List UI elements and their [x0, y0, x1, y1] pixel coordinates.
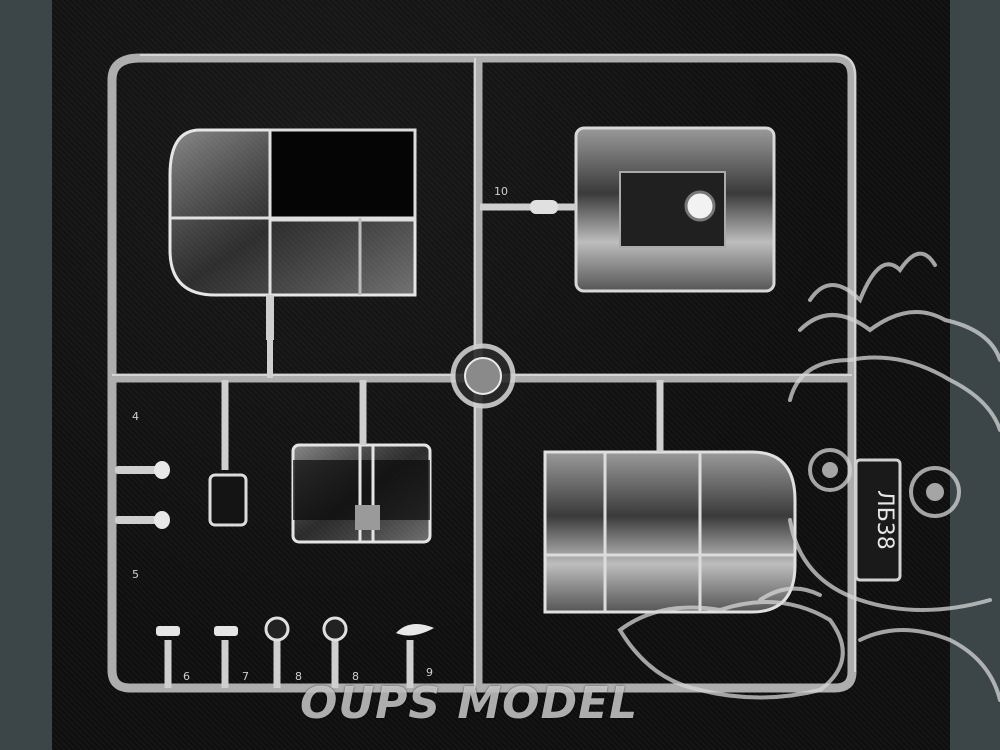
part-number-4: 4 — [132, 410, 139, 423]
watermark-text: OUPS MODEL — [300, 678, 639, 729]
part-number-8b: 8 — [352, 670, 359, 683]
mirror-part — [208, 380, 248, 527]
small-parts-bottom — [156, 616, 434, 688]
part-number-10: 10 — [494, 185, 508, 198]
part-number-6: 6 — [183, 670, 190, 683]
part-number-7: 7 — [242, 670, 249, 683]
part-number-9: 9 — [426, 666, 433, 679]
canopy-part-left — [168, 128, 417, 378]
part-number-5: 5 — [132, 568, 139, 581]
part-numbers: 10 4 5 6 7 8 8 9 — [132, 185, 508, 683]
canopy-part-right — [543, 380, 797, 614]
fuselage-part-top-right — [480, 126, 776, 293]
sprue-code: ЛБ38 — [872, 490, 897, 550]
sprue-hub — [450, 343, 516, 409]
small-parts-left — [115, 461, 170, 529]
small-canopy-part — [291, 380, 432, 544]
part-number-8a: 8 — [295, 670, 302, 683]
mascot-watermark — [617, 251, 1000, 702]
sprue-code-tag: ЛБ38 — [854, 458, 902, 582]
